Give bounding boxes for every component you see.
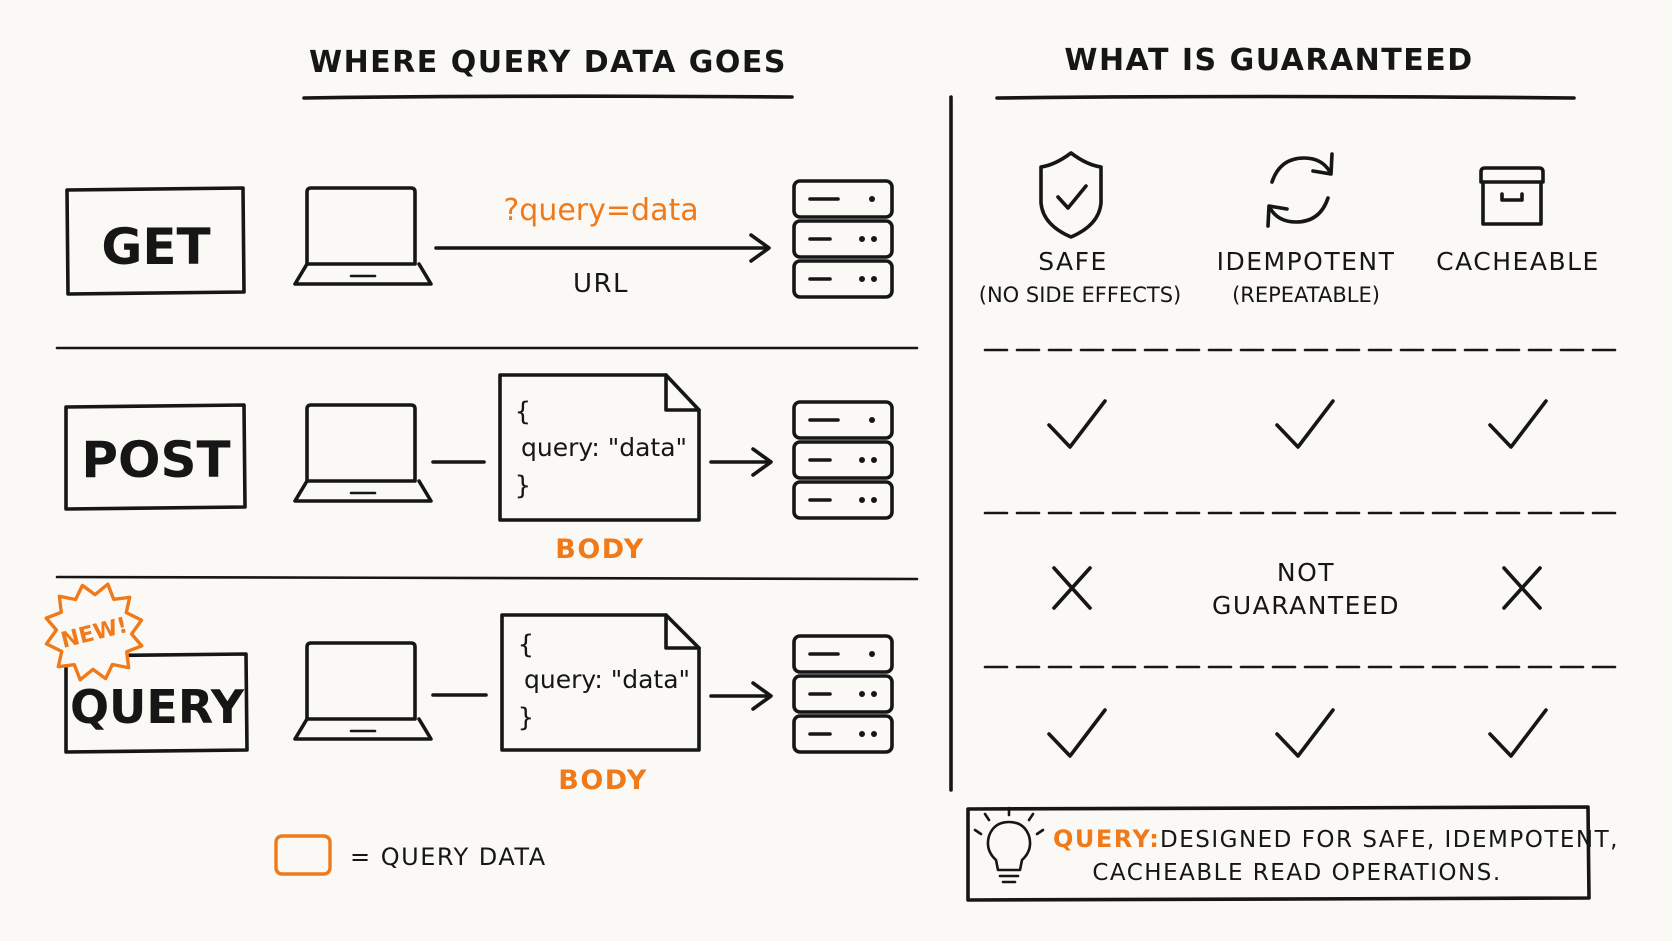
left-panel: WHERE QUERY DATA GOES GET ?query=data UR…: [44, 45, 919, 876]
post-idempotent-line2: GUARANTEED: [1212, 591, 1400, 620]
right-panel: WHAT IS GUARANTEED SAFE (NO SIDE EFFECTS…: [966, 43, 1624, 902]
idempotent-column-label: IDEMPOTENT: [1217, 247, 1396, 276]
query-safe-check-icon: [1047, 708, 1107, 758]
get-arrow-head: [749, 233, 771, 263]
shield-check-icon: [1039, 151, 1103, 239]
left-divider-2: [55, 575, 919, 581]
post-body-open: {: [515, 397, 531, 427]
get-idempotent-check-icon: [1275, 399, 1335, 449]
query-cacheable-check-icon: [1488, 708, 1548, 758]
post-body-line: query: "data": [521, 433, 687, 462]
safe-column-label: SAFE: [1038, 247, 1108, 276]
query-body-open: {: [518, 630, 534, 660]
post-method-box: [64, 403, 247, 511]
cacheable-column-label: CACHEABLE: [1436, 247, 1600, 276]
archive-box-icon: [1479, 166, 1545, 226]
post-safe-cross-icon: [1052, 566, 1092, 610]
query-method-box: [64, 652, 249, 754]
get-transport-label: URL: [573, 269, 629, 299]
note-box: QUERY: DESIGNED FOR SAFE, IDEMPOTENT, CA…: [966, 805, 1619, 902]
query-body-close: }: [518, 703, 534, 733]
laptop-icon: [293, 641, 433, 741]
document-icon: [500, 613, 701, 752]
right-title-underline: [995, 94, 1576, 100]
post-body-close: }: [515, 471, 531, 501]
server-icon: [792, 400, 894, 520]
legend: = QUERY DATA: [274, 834, 547, 876]
post-cacheable-cross-icon: [1502, 566, 1542, 610]
server-icon: [792, 634, 894, 754]
post-arrow-head: [751, 447, 773, 477]
query-arrow-head: [751, 681, 773, 711]
legend-label: = QUERY DATA: [350, 843, 547, 871]
post-row: POST { query: "data" } BODY: [64, 373, 894, 565]
refresh-arrows-icon: [1266, 152, 1334, 228]
post-idempotent-line1: NOT: [1277, 558, 1335, 587]
get-method-box: [65, 186, 246, 296]
query-row: QUERY NEW! { query: "data" } BODY: [44, 582, 894, 796]
lightbulb-icon: [973, 806, 1045, 884]
note-keyword: QUERY:: [1053, 825, 1160, 853]
laptop-icon: [293, 403, 433, 503]
note-line1: DESIGNED FOR SAFE, IDEMPOTENT,: [1160, 827, 1619, 853]
get-method-label: GET: [101, 218, 210, 276]
left-title-underline: [302, 94, 794, 100]
get-cacheable-check-icon: [1488, 399, 1548, 449]
get-safe-check-icon: [1047, 399, 1107, 449]
new-badge: NEW!: [44, 582, 144, 682]
idempotent-column-sublabel: (REPEATABLE): [1232, 283, 1380, 307]
query-method-label: QUERY: [70, 680, 245, 734]
note-line2: CACHEABLE READ OPERATIONS.: [1092, 860, 1501, 886]
legend-swatch: [274, 834, 332, 876]
document-icon: [498, 373, 701, 522]
safe-column-sublabel: (NO SIDE EFFECTS): [979, 283, 1181, 307]
left-title: WHERE QUERY DATA GOES: [309, 45, 787, 80]
post-transport-label: BODY: [555, 534, 645, 565]
query-transport-label: BODY: [558, 765, 648, 796]
right-title: WHAT IS GUARANTEED: [1064, 43, 1473, 78]
query-idempotent-check-icon: [1275, 708, 1335, 758]
get-row: GET ?query=data URL: [65, 179, 894, 299]
post-method-label: POST: [81, 431, 230, 489]
laptop-icon: [293, 186, 433, 286]
query-body-line: query: "data": [524, 665, 690, 694]
get-query-string: ?query=data: [503, 193, 698, 228]
server-icon: [792, 179, 894, 299]
